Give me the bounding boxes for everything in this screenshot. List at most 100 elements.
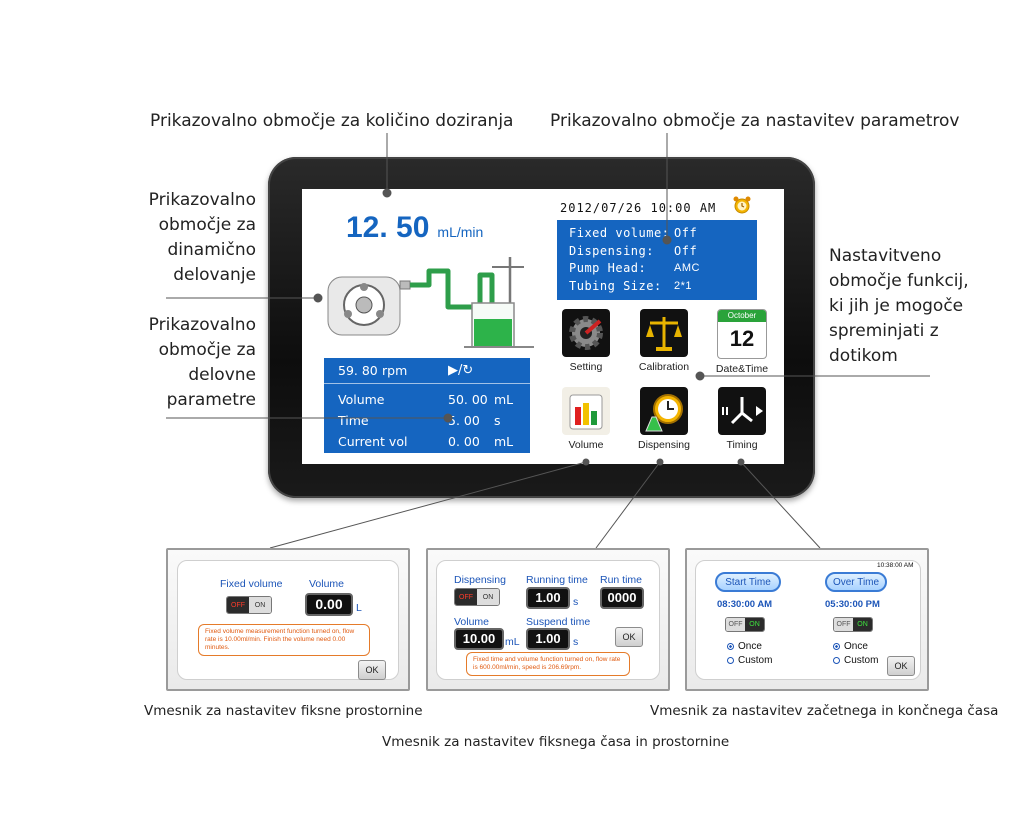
caption-line: parametre (166, 390, 256, 410)
op-label: Current vol (338, 434, 408, 449)
toggle-off: OFF (455, 589, 477, 605)
caption-dynamic-area: Prikazovalno območje za dinamično delova… (120, 188, 256, 288)
dispensing-note: Fixed time and volume function turned on… (466, 652, 630, 676)
volume-value-box[interactable]: 0.00 (305, 593, 353, 616)
over-time-button[interactable]: Over Time (825, 572, 887, 592)
start-time-button[interactable]: Start Time (715, 572, 781, 592)
clock-flask-icon (640, 387, 688, 435)
function-datetime-button[interactable]: October 12 Date&Time (702, 309, 782, 375)
op-value: 50. 00 (448, 392, 488, 407)
op-row: Time 5. 00 s (338, 410, 516, 431)
speed-value: 59. 80 (338, 363, 378, 378)
toggle-on: ON (477, 589, 499, 605)
alarm-clock-icon[interactable] (732, 195, 752, 215)
calendar-icon: October 12 (717, 309, 767, 359)
fixed-volume-caption: Vmesnik za nastavitev fiksne prostornine (144, 703, 423, 719)
function-calibration-button[interactable]: Calibration (624, 309, 704, 373)
fixed-volume-note: Fixed volume measurement function turned… (198, 624, 370, 656)
radio-label: Once (738, 641, 762, 652)
caption-line: delovanje (173, 265, 256, 285)
param-value: 2*1 (674, 279, 693, 292)
toggle-off: OFF (834, 618, 853, 631)
caption-line: spreminjati z (829, 321, 939, 341)
gear-icon (562, 309, 610, 357)
caption-line: dinamično (167, 240, 256, 260)
param-row: Fixed volume:Off (569, 225, 745, 243)
timing-caption: Vmesnik za nastavitev začetnega in končn… (650, 703, 999, 719)
caption-line: Nastavitveno (829, 246, 942, 266)
start-custom-radio[interactable]: Custom (727, 655, 772, 666)
running-time-label: Running time (526, 574, 588, 586)
radio-label: Once (844, 641, 868, 652)
param-label: Dispensing: (569, 243, 654, 258)
caption-line: Prikazovalno (148, 190, 256, 210)
op-row: Current vol 0. 00 mL (338, 431, 516, 452)
param-row: Tubing Size: 2*1 (569, 278, 745, 296)
op-unit: mL (494, 434, 514, 449)
op-label: Time (338, 413, 369, 428)
function-setting-button[interactable]: Setting (546, 309, 626, 373)
timer-icon (718, 387, 766, 435)
op-label: Volume (338, 392, 385, 407)
op-unit: mL (494, 392, 514, 407)
volume-icon (562, 387, 610, 435)
operation-panel: 59. 80 rpm ▶/↻ Volume 50. 00 mL Time 5. 00 s… (324, 358, 530, 453)
function-timing-button[interactable]: Timing (702, 387, 782, 451)
caption-operation-area: Prikazovalno območje za delovne parametr… (120, 313, 256, 413)
fixed-volume-label: Fixed volume (220, 578, 283, 590)
op-row: Volume 50. 00 mL (338, 389, 516, 410)
volume-unit: mL (505, 636, 520, 648)
speed-row: 59. 80 rpm ▶/↻ (324, 358, 530, 384)
op-unit: s (494, 413, 501, 428)
caption-line: Prikazovalno (148, 315, 256, 335)
volume-value-box[interactable]: 10.00 (454, 628, 504, 650)
running-time-box[interactable]: 1.00 (526, 587, 570, 609)
start-time-value: 08:30:00 AM (717, 599, 773, 610)
dispensing-label: Dispensing (454, 574, 506, 586)
radio-label: Custom (738, 655, 773, 666)
calendar-day: 12 (729, 326, 755, 351)
function-label: Date&Time (715, 363, 769, 375)
radio-dot (727, 657, 734, 664)
toggle-on: ON (853, 618, 872, 631)
ok-button[interactable]: OK (887, 656, 915, 676)
run-time-box[interactable]: 0000 (600, 587, 644, 609)
param-label: Pump Head: (569, 261, 647, 275)
flow-display: 12. 50 mL/min (346, 211, 483, 245)
caption-line: območje funkcij, (829, 271, 969, 291)
start-once-radio[interactable]: Once (727, 641, 762, 652)
ok-button[interactable]: OK (358, 660, 386, 680)
function-label: Calibration (638, 361, 690, 373)
op-value: 0. 00 (448, 434, 480, 449)
run-mode-icon[interactable]: ▶/↻ (448, 363, 474, 378)
toggle-on: ON (249, 597, 271, 613)
param-row: Pump Head:AMC (569, 260, 745, 278)
caption-line: delovne (188, 365, 256, 385)
suspend-time-unit: s (573, 636, 579, 648)
op-value: 5. 00 (448, 413, 480, 428)
ok-button[interactable]: OK (615, 627, 643, 647)
over-once-radio[interactable]: Once (833, 641, 868, 652)
suspend-time-box[interactable]: 1.00 (526, 628, 570, 650)
flow-value: 12. 50 (346, 211, 430, 244)
function-label: Setting (569, 361, 603, 373)
scale-icon (640, 309, 688, 357)
over-custom-radio[interactable]: Custom (833, 655, 878, 666)
param-value: Off (674, 243, 698, 258)
volume-label: Volume (309, 578, 345, 590)
flow-unit: mL/min (437, 224, 484, 240)
pump-head-icon (327, 276, 411, 336)
param-row: Dispensing: Off (569, 243, 745, 261)
function-dispensing-button[interactable]: Dispensing (624, 387, 704, 451)
caption-line: območje za (158, 215, 256, 235)
running-time-unit: s (573, 596, 579, 608)
toggle-off: OFF (227, 597, 249, 613)
function-volume-button[interactable]: Volume (546, 387, 626, 451)
suspend-time-label: Suspend time (526, 616, 591, 628)
param-label: Tubing Size: (569, 278, 662, 293)
function-label: Dispensing (638, 439, 690, 451)
